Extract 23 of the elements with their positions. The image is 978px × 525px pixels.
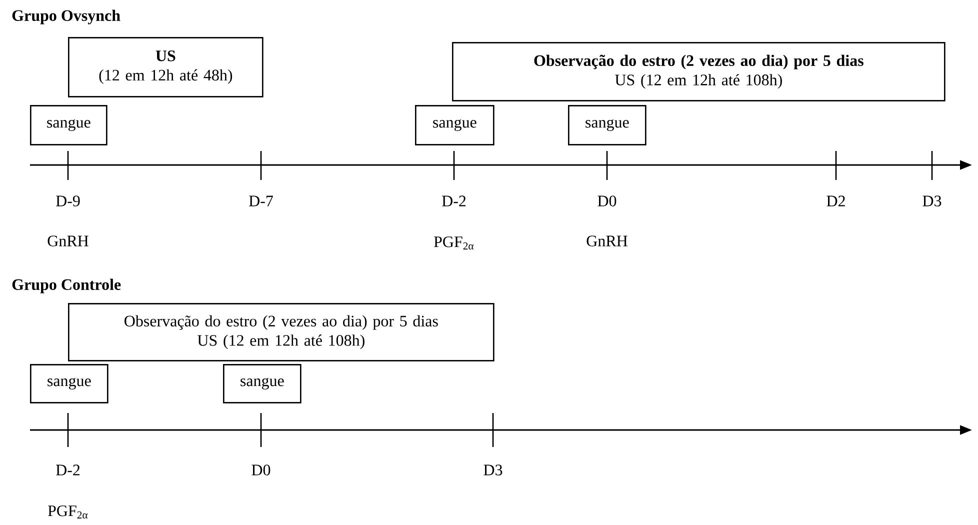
sampling-box: sangue [223, 364, 302, 404]
heading: Grupo Ovsynch [12, 10, 120, 24]
tick-label: D-2 [442, 196, 466, 206]
period-box: US (12 em 12h até 48h) [68, 37, 264, 98]
drug-label: PGF$_{2α}$ [48, 505, 88, 519]
tick-label: D-7 [249, 196, 273, 206]
tick-label: D0 [598, 196, 616, 206]
period-box: Observação do estro (2 vezes ao dia) por 5 dias US (12 em 12h até 108h) [68, 303, 494, 362]
period-box: Observação do estro (2 vezes ao dia) por 5 dias US (12 em 12h até 108h) [452, 42, 946, 102]
tick-label: D-2 [56, 464, 80, 476]
tick-label: D0 [252, 464, 270, 476]
tick-label: D3 [922, 196, 942, 206]
sampling-box: sangue [30, 105, 108, 146]
sampling-box: sangue [30, 364, 108, 404]
drug-label: GnRH [48, 236, 88, 246]
drug-label: PGF$_{2α}$ [434, 236, 474, 250]
tick-label: D2 [826, 196, 845, 206]
sampling-box: sangue [568, 105, 646, 146]
tick-label: D-9 [56, 196, 80, 206]
tick-label: D3 [484, 464, 502, 476]
sampling-box: sangue [415, 105, 494, 146]
heading: Grupo Controle [12, 278, 121, 294]
drug-label: GnRH [586, 236, 628, 246]
